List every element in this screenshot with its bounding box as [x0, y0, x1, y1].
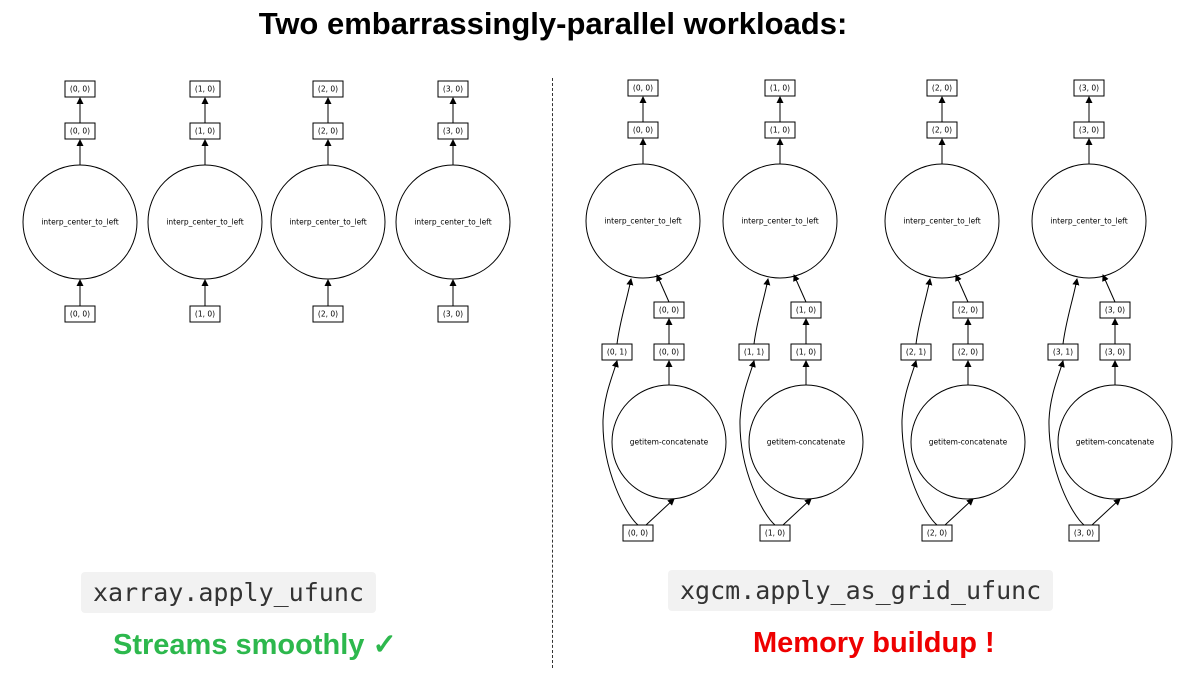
edge-arrow	[793, 274, 807, 303]
right-input-chunk-label: (3, 0)	[1105, 348, 1125, 357]
right-graph-3: (3, 0) (3, 0) interp_center_to_left (3, 0) (…	[1031, 79, 1173, 542]
output-chunk-label: (2, 0)	[932, 84, 952, 93]
edge-arrow	[944, 498, 974, 526]
source-chunk-label: (3, 0)	[1074, 529, 1094, 538]
input-chunk-label: (2, 0)	[318, 310, 338, 319]
result-chunk-label: (3, 0)	[1079, 126, 1099, 135]
output-chunk-label: (0, 0)	[633, 84, 653, 93]
left-graph-1: (1, 0) (1, 0) interp_center_to_left (1, 0)	[147, 80, 263, 323]
left-input-chunk-label: (3, 1)	[1053, 348, 1073, 357]
concat-task-label: getitem-concatenate	[767, 438, 846, 447]
result-chunk-label: (1, 0)	[195, 127, 215, 136]
side-chunk-label: (1, 0)	[796, 306, 816, 315]
input-chunk-label: (1, 0)	[195, 310, 215, 319]
edge-arrow	[901, 360, 938, 526]
edge-arrow	[1091, 498, 1121, 526]
edge-arrow	[1102, 274, 1116, 303]
result-chunk-label: (2, 0)	[318, 127, 338, 136]
result-chunk-label: (3, 0)	[443, 127, 463, 136]
edge-arrow	[782, 498, 812, 526]
side-chunk-label: (2, 0)	[958, 306, 978, 315]
result-chunk-label: (1, 0)	[770, 126, 790, 135]
edge-arrow	[955, 274, 969, 303]
xarray-function-label: xarray.apply_ufunc	[81, 572, 376, 613]
interp-task-label: interp_center_to_left	[414, 218, 491, 227]
right-graph-2: (2, 0) (2, 0) interp_center_to_left (2, 0) (…	[884, 79, 1026, 542]
output-chunk-label: (3, 0)	[1079, 84, 1099, 93]
concat-task-label: getitem-concatenate	[1076, 438, 1155, 447]
concat-task-label: getitem-concatenate	[630, 438, 709, 447]
input-chunk-label: (3, 0)	[443, 310, 463, 319]
right-status-text: Memory buildup !	[753, 627, 995, 659]
right-input-chunk-label: (2, 0)	[958, 348, 978, 357]
left-status-text: Streams smoothly ✓	[113, 629, 397, 661]
left-graph-2: (2, 0) (2, 0) interp_center_to_left (2, 0)	[270, 80, 386, 323]
edge-arrow	[1062, 278, 1080, 345]
left-input-chunk-label: (0, 1)	[607, 348, 627, 357]
interp-task-label: interp_center_to_left	[741, 217, 818, 226]
interp-task-label: interp_center_to_left	[604, 217, 681, 226]
interp-task-label: interp_center_to_left	[289, 218, 366, 227]
source-chunk-label: (2, 0)	[927, 529, 947, 538]
left-graph-3: (3, 0) (3, 0) interp_center_to_left (3, 0)	[395, 80, 511, 323]
section-divider	[552, 78, 553, 668]
result-chunk-label: (0, 0)	[633, 126, 653, 135]
left-graph-0: (0, 0) (0, 0) interp_center_to_left (0, 0)	[22, 80, 138, 323]
side-chunk-label: (3, 0)	[1105, 306, 1125, 315]
result-chunk-label: (0, 0)	[70, 127, 90, 136]
interp-task-label: interp_center_to_left	[1050, 217, 1127, 226]
output-chunk-label: (1, 0)	[195, 85, 215, 94]
right-graph-1: (1, 0) (1, 0) interp_center_to_left (1, 0) (…	[722, 79, 864, 542]
edge-arrow	[753, 278, 771, 345]
xgcm-function-label: xgcm.apply_as_grid_ufunc	[668, 570, 1054, 611]
output-chunk-label: (3, 0)	[443, 85, 463, 94]
edge-arrow	[602, 360, 639, 526]
edge-arrow	[739, 360, 776, 526]
output-chunk-label: (1, 0)	[770, 84, 790, 93]
left-input-chunk-label: (1, 1)	[744, 348, 764, 357]
edge-arrow	[616, 278, 634, 345]
output-chunk-label: (2, 0)	[318, 85, 338, 94]
edge-arrow	[1048, 360, 1085, 526]
right-task-graphs: (0, 0) (0, 0) interp_center_to_left (0, 0) (…	[585, 79, 1173, 542]
interp-task-label: interp_center_to_left	[41, 218, 118, 227]
right-input-chunk-label: (1, 0)	[796, 348, 816, 357]
source-chunk-label: (1, 0)	[765, 529, 785, 538]
interp-task-label: interp_center_to_left	[903, 217, 980, 226]
left-input-chunk-label: (2, 1)	[906, 348, 926, 357]
side-chunk-label: (0, 0)	[659, 306, 679, 315]
concat-task-label: getitem-concatenate	[929, 438, 1008, 447]
edge-arrow	[915, 278, 933, 345]
edge-arrow	[645, 498, 675, 526]
input-chunk-label: (0, 0)	[70, 310, 90, 319]
interp-task-label: interp_center_to_left	[166, 218, 243, 227]
right-graph-0: (0, 0) (0, 0) interp_center_to_left (0, 0) (…	[585, 79, 727, 542]
page-title: Two embarrassingly-parallel workloads:	[258, 6, 848, 41]
source-chunk-label: (0, 0)	[628, 529, 648, 538]
right-input-chunk-label: (0, 0)	[659, 348, 679, 357]
output-chunk-label: (0, 0)	[70, 85, 90, 94]
result-chunk-label: (2, 0)	[932, 126, 952, 135]
edge-arrow	[656, 274, 670, 303]
left-task-graphs: (0, 0)(0, 0)interp_center_to_left(0, 0)(…	[22, 80, 511, 323]
